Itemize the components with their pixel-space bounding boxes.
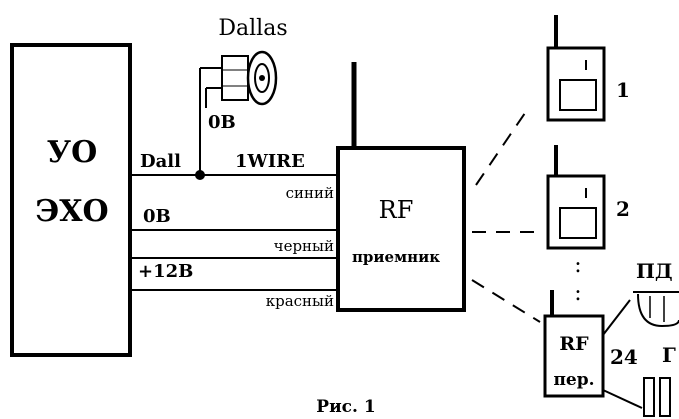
rf-receiver-box: [336, 146, 466, 312]
sensor-pd-link: [602, 299, 631, 336]
dallas-label: Dallas: [218, 16, 287, 41]
continuation-dots-2: :: [574, 281, 581, 306]
main-unit-box: [10, 43, 132, 357]
sensor-pd-label: ПД: [636, 259, 673, 283]
main-unit-label-2: ЭХО: [35, 194, 108, 229]
rf-transmitter-label-1: RF: [559, 333, 589, 355]
transmitter-2-number: 2: [616, 197, 630, 221]
wire-color-black: черный: [274, 237, 334, 255]
wire-label-dall: Dall: [140, 151, 181, 172]
rf-receiver-label-1: RF: [379, 196, 414, 224]
wire-label-12v: +12В: [138, 261, 193, 282]
rf-transmitter-box: [543, 314, 605, 398]
sensor-g-label: Г: [662, 343, 676, 367]
motion-sensor-icon: [633, 291, 679, 328]
transmitter-1-number: 1: [616, 78, 630, 102]
transmitter-1-icon: [546, 15, 606, 122]
door-contact-icon: [643, 377, 671, 417]
wire-label-1wire: 1WIRE: [235, 151, 305, 172]
main-unit-label-1: УО: [47, 135, 97, 170]
rf-transmitter-number: 24: [610, 345, 638, 369]
dallas-reader-icon: [221, 50, 278, 106]
wire-color-blue: синий: [286, 184, 334, 202]
sensor-g-link: [602, 389, 643, 409]
wire-label-0v: 0В: [143, 206, 171, 227]
rf-receiver-label-2: приемник: [352, 248, 440, 266]
rf-transmitter-label-2: пер.: [553, 370, 594, 390]
dallas-ground-label: 0В: [208, 112, 236, 133]
radio-link-1: [475, 112, 526, 186]
radio-link-24: [471, 279, 541, 323]
continuation-dots-1: :: [574, 253, 581, 278]
figure-caption: Рис. 1: [316, 397, 375, 417]
transmitter-2-icon: [546, 145, 606, 250]
wire-color-red: красный: [266, 292, 334, 310]
